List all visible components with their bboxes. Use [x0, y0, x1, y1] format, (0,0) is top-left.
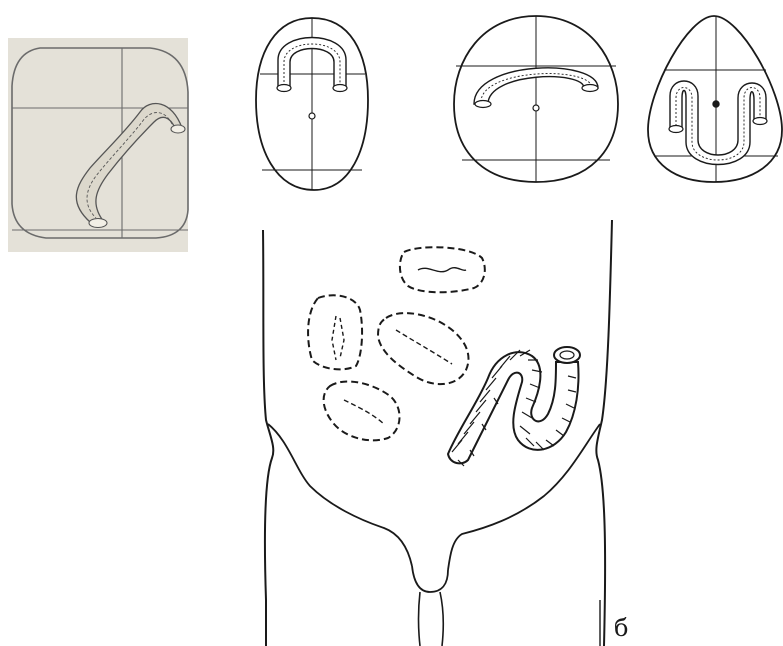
zone-upper-inner-mark — [418, 268, 466, 272]
torso-left-contour — [263, 230, 273, 646]
projection-zones — [308, 247, 485, 440]
scheme-2-navel — [533, 105, 539, 111]
torso-right-contour — [596, 220, 612, 646]
inset-colon-opening-top — [171, 125, 185, 133]
hatched-colon-opening — [554, 347, 580, 363]
inset-sketch — [8, 38, 188, 252]
scheme-2-colon-end-left — [475, 101, 491, 108]
genital-contour — [412, 566, 448, 592]
zone-left-lower — [324, 381, 400, 440]
scheme-3-colon-end-right — [753, 118, 767, 125]
torso-left-groin — [268, 424, 412, 566]
scheme-3-colon-w-loop — [670, 81, 766, 165]
zone-center-inner-mark — [396, 330, 452, 364]
panel-label: б — [614, 616, 628, 640]
scheme-3 — [648, 16, 782, 182]
zone-left-upper-inner-mark — [332, 316, 344, 360]
zone-left-lower-inner-mark — [344, 400, 384, 424]
scheme-1-colon-end-right — [333, 85, 347, 92]
zone-upper — [400, 247, 485, 292]
left-thigh-inner — [419, 592, 421, 646]
scheme-2-colon-end-right — [582, 85, 598, 92]
zone-center — [378, 313, 468, 384]
scheme-3-colon-end-left — [669, 126, 683, 133]
scheme-1-navel — [309, 113, 315, 119]
inset-colon-opening-bottom — [89, 219, 107, 228]
scheme-1-colon-end-left — [277, 85, 291, 92]
scheme-2 — [454, 16, 618, 182]
scheme-1 — [256, 18, 368, 190]
scheme-3-navel — [713, 101, 719, 107]
right-thigh-inner — [440, 592, 443, 646]
